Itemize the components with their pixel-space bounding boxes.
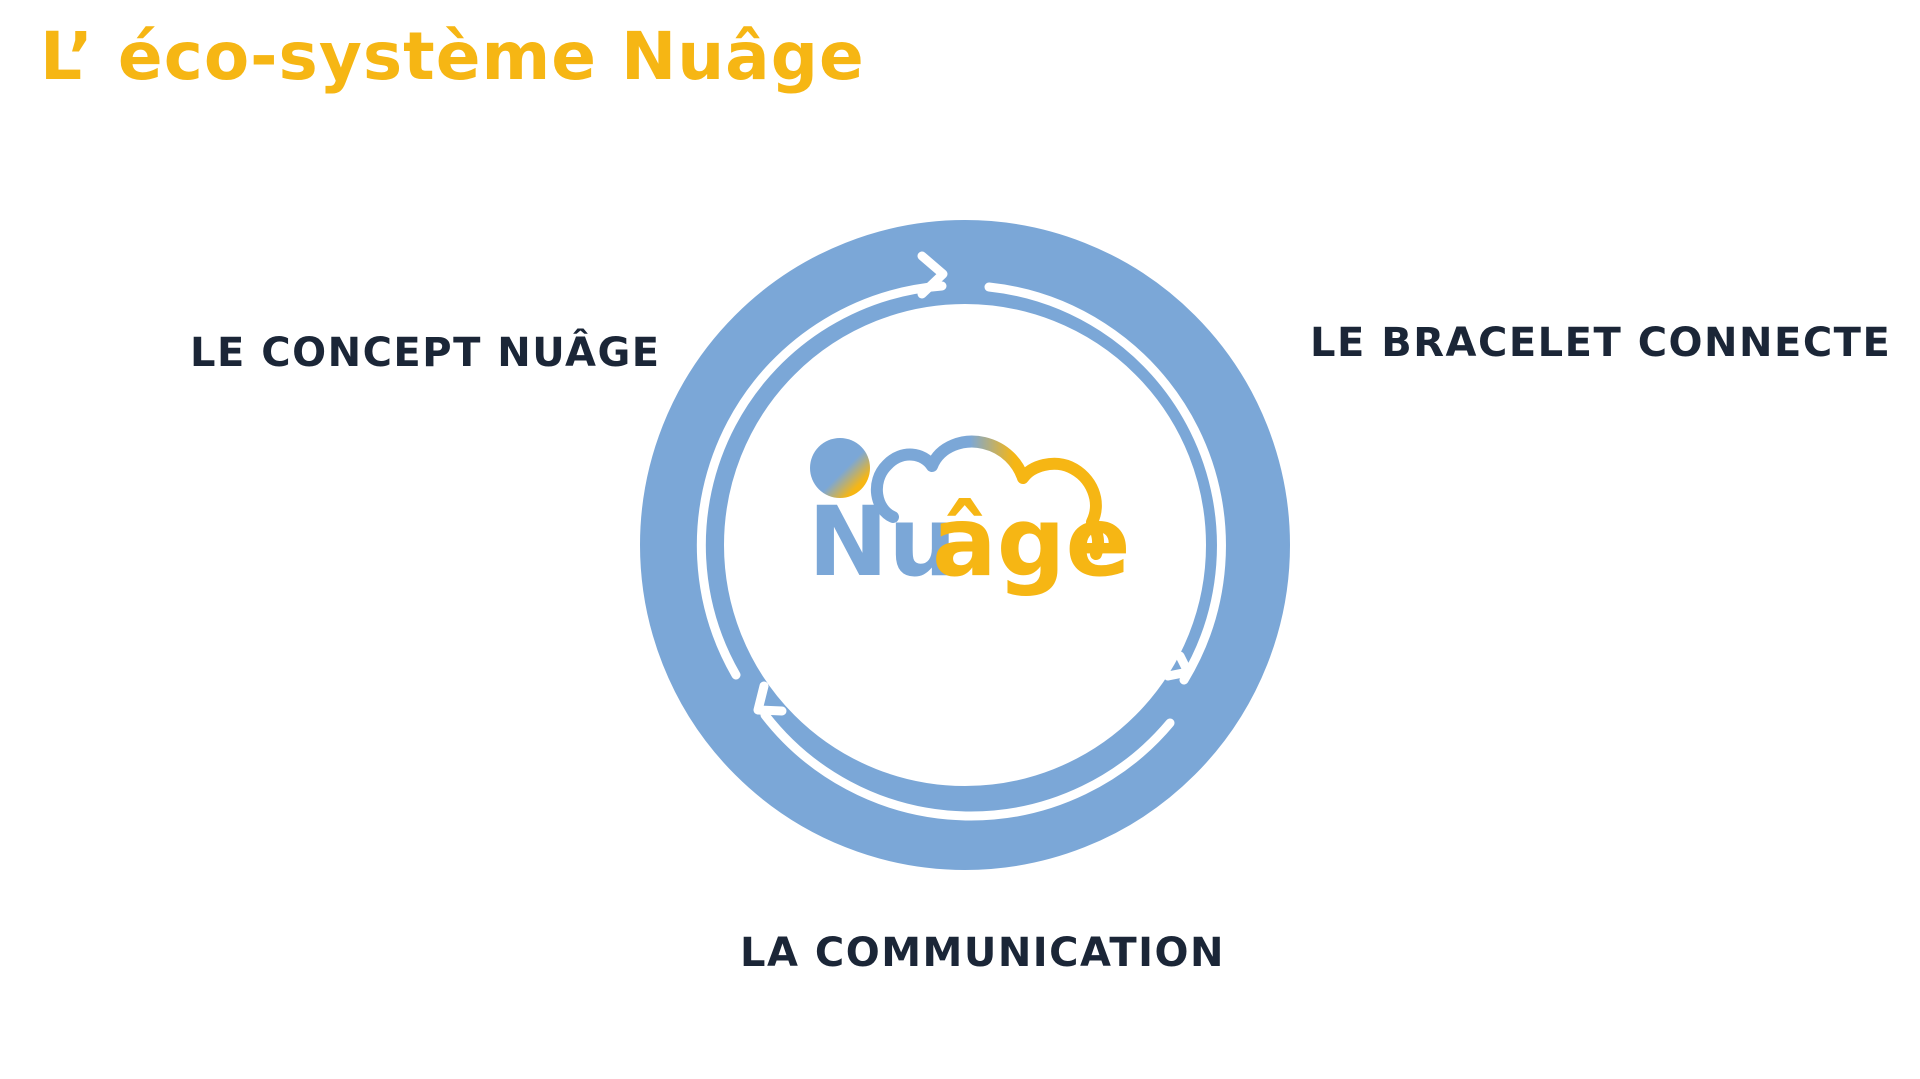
sun-icon [810,438,870,498]
circular-arrows-icon [696,251,1226,821]
label-concept-nuage: LE CONCEPT NUÂGE [190,330,661,376]
outer-ring [640,220,1290,870]
cycle-diagram-svg: Nu âge [640,220,1290,870]
label-bracelet-connecte: LE BRACELET CONNECTE [1310,320,1892,366]
label-communication: LA COMMUNICATION [740,930,1226,976]
logo-text-yellow: âge [932,486,1131,598]
page-title: L’ éco-système Nuâge [40,18,865,95]
cloud-icon [870,435,1105,560]
ecosystem-cycle-diagram: Nu âge [640,220,1290,870]
nuage-cloud-logo: Nu âge [808,435,1131,598]
logo-text-blue: Nu [808,486,957,598]
